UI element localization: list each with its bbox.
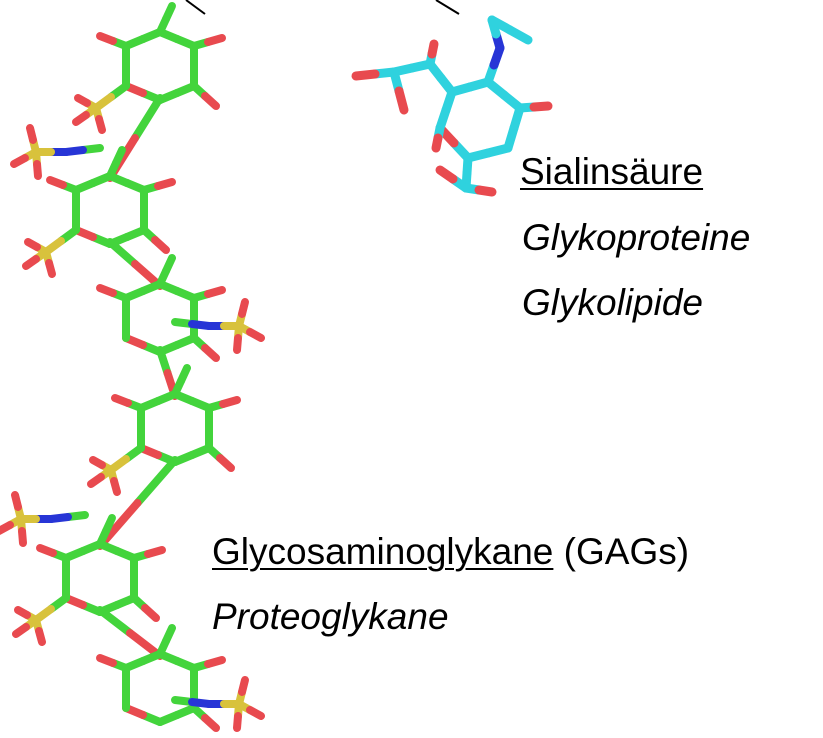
bond xyxy=(110,477,121,496)
glycosidic-bond xyxy=(133,456,179,507)
bond xyxy=(144,546,166,558)
bond xyxy=(141,604,160,622)
bond xyxy=(204,286,226,298)
bond xyxy=(233,334,242,354)
bond xyxy=(102,514,116,535)
glycoproteins-label: Glykoproteine xyxy=(522,217,751,258)
bond xyxy=(46,176,67,189)
bond xyxy=(11,491,22,511)
bond xyxy=(201,92,220,110)
bond xyxy=(427,39,439,59)
proteoglycans-label: Proteoglykane xyxy=(212,596,449,637)
gag-abbreviation-label: (GAGs) xyxy=(563,531,690,572)
bond xyxy=(14,606,31,619)
sialic-acid-label: Sialinsäure xyxy=(520,151,704,192)
bond xyxy=(151,236,170,254)
bond xyxy=(204,34,226,46)
bond xyxy=(33,160,42,180)
bond xyxy=(111,394,132,407)
bond xyxy=(216,454,235,472)
gag-chain-molecule xyxy=(0,2,265,732)
bond xyxy=(45,259,56,278)
bond xyxy=(87,473,105,488)
bond xyxy=(204,656,226,668)
bond xyxy=(238,298,249,318)
bond xyxy=(351,69,380,81)
bond xyxy=(96,284,117,297)
gag-name-label: Glycosaminoglykane xyxy=(212,531,554,572)
bond xyxy=(96,654,117,667)
bond xyxy=(474,185,497,197)
bond xyxy=(24,238,41,251)
bond xyxy=(394,86,409,115)
bond xyxy=(505,25,533,45)
bond xyxy=(22,255,40,270)
bond xyxy=(529,101,553,112)
gag-label-line: Glycosaminoglykane (GAGs) xyxy=(212,530,689,574)
bond xyxy=(35,627,46,646)
glycosidic-bond xyxy=(131,94,164,142)
bond xyxy=(177,364,191,385)
bond xyxy=(201,344,220,362)
bond xyxy=(89,456,106,469)
bond xyxy=(112,146,126,167)
connector-lines xyxy=(185,0,460,15)
bond xyxy=(95,115,106,134)
bond xyxy=(219,396,241,408)
bond xyxy=(246,328,265,342)
bond xyxy=(233,712,242,732)
bond xyxy=(162,254,176,275)
connector-line-left xyxy=(185,0,206,15)
bond xyxy=(435,165,458,184)
glycolipids-label: Glykolipide xyxy=(522,282,703,323)
sialic-acid-molecule xyxy=(351,15,553,197)
bond xyxy=(431,133,443,153)
bond xyxy=(26,124,37,144)
bond xyxy=(0,521,14,535)
bond xyxy=(201,714,220,732)
bond xyxy=(154,178,176,190)
bond xyxy=(18,527,27,547)
bond xyxy=(246,706,265,720)
bond xyxy=(162,2,176,23)
bond xyxy=(12,623,30,638)
bond xyxy=(96,32,117,45)
bond xyxy=(238,676,249,696)
bond xyxy=(36,544,57,557)
bond xyxy=(72,111,90,126)
bond xyxy=(162,624,176,645)
bond xyxy=(74,94,91,107)
bond xyxy=(10,154,29,168)
connector-line-right xyxy=(435,0,460,15)
